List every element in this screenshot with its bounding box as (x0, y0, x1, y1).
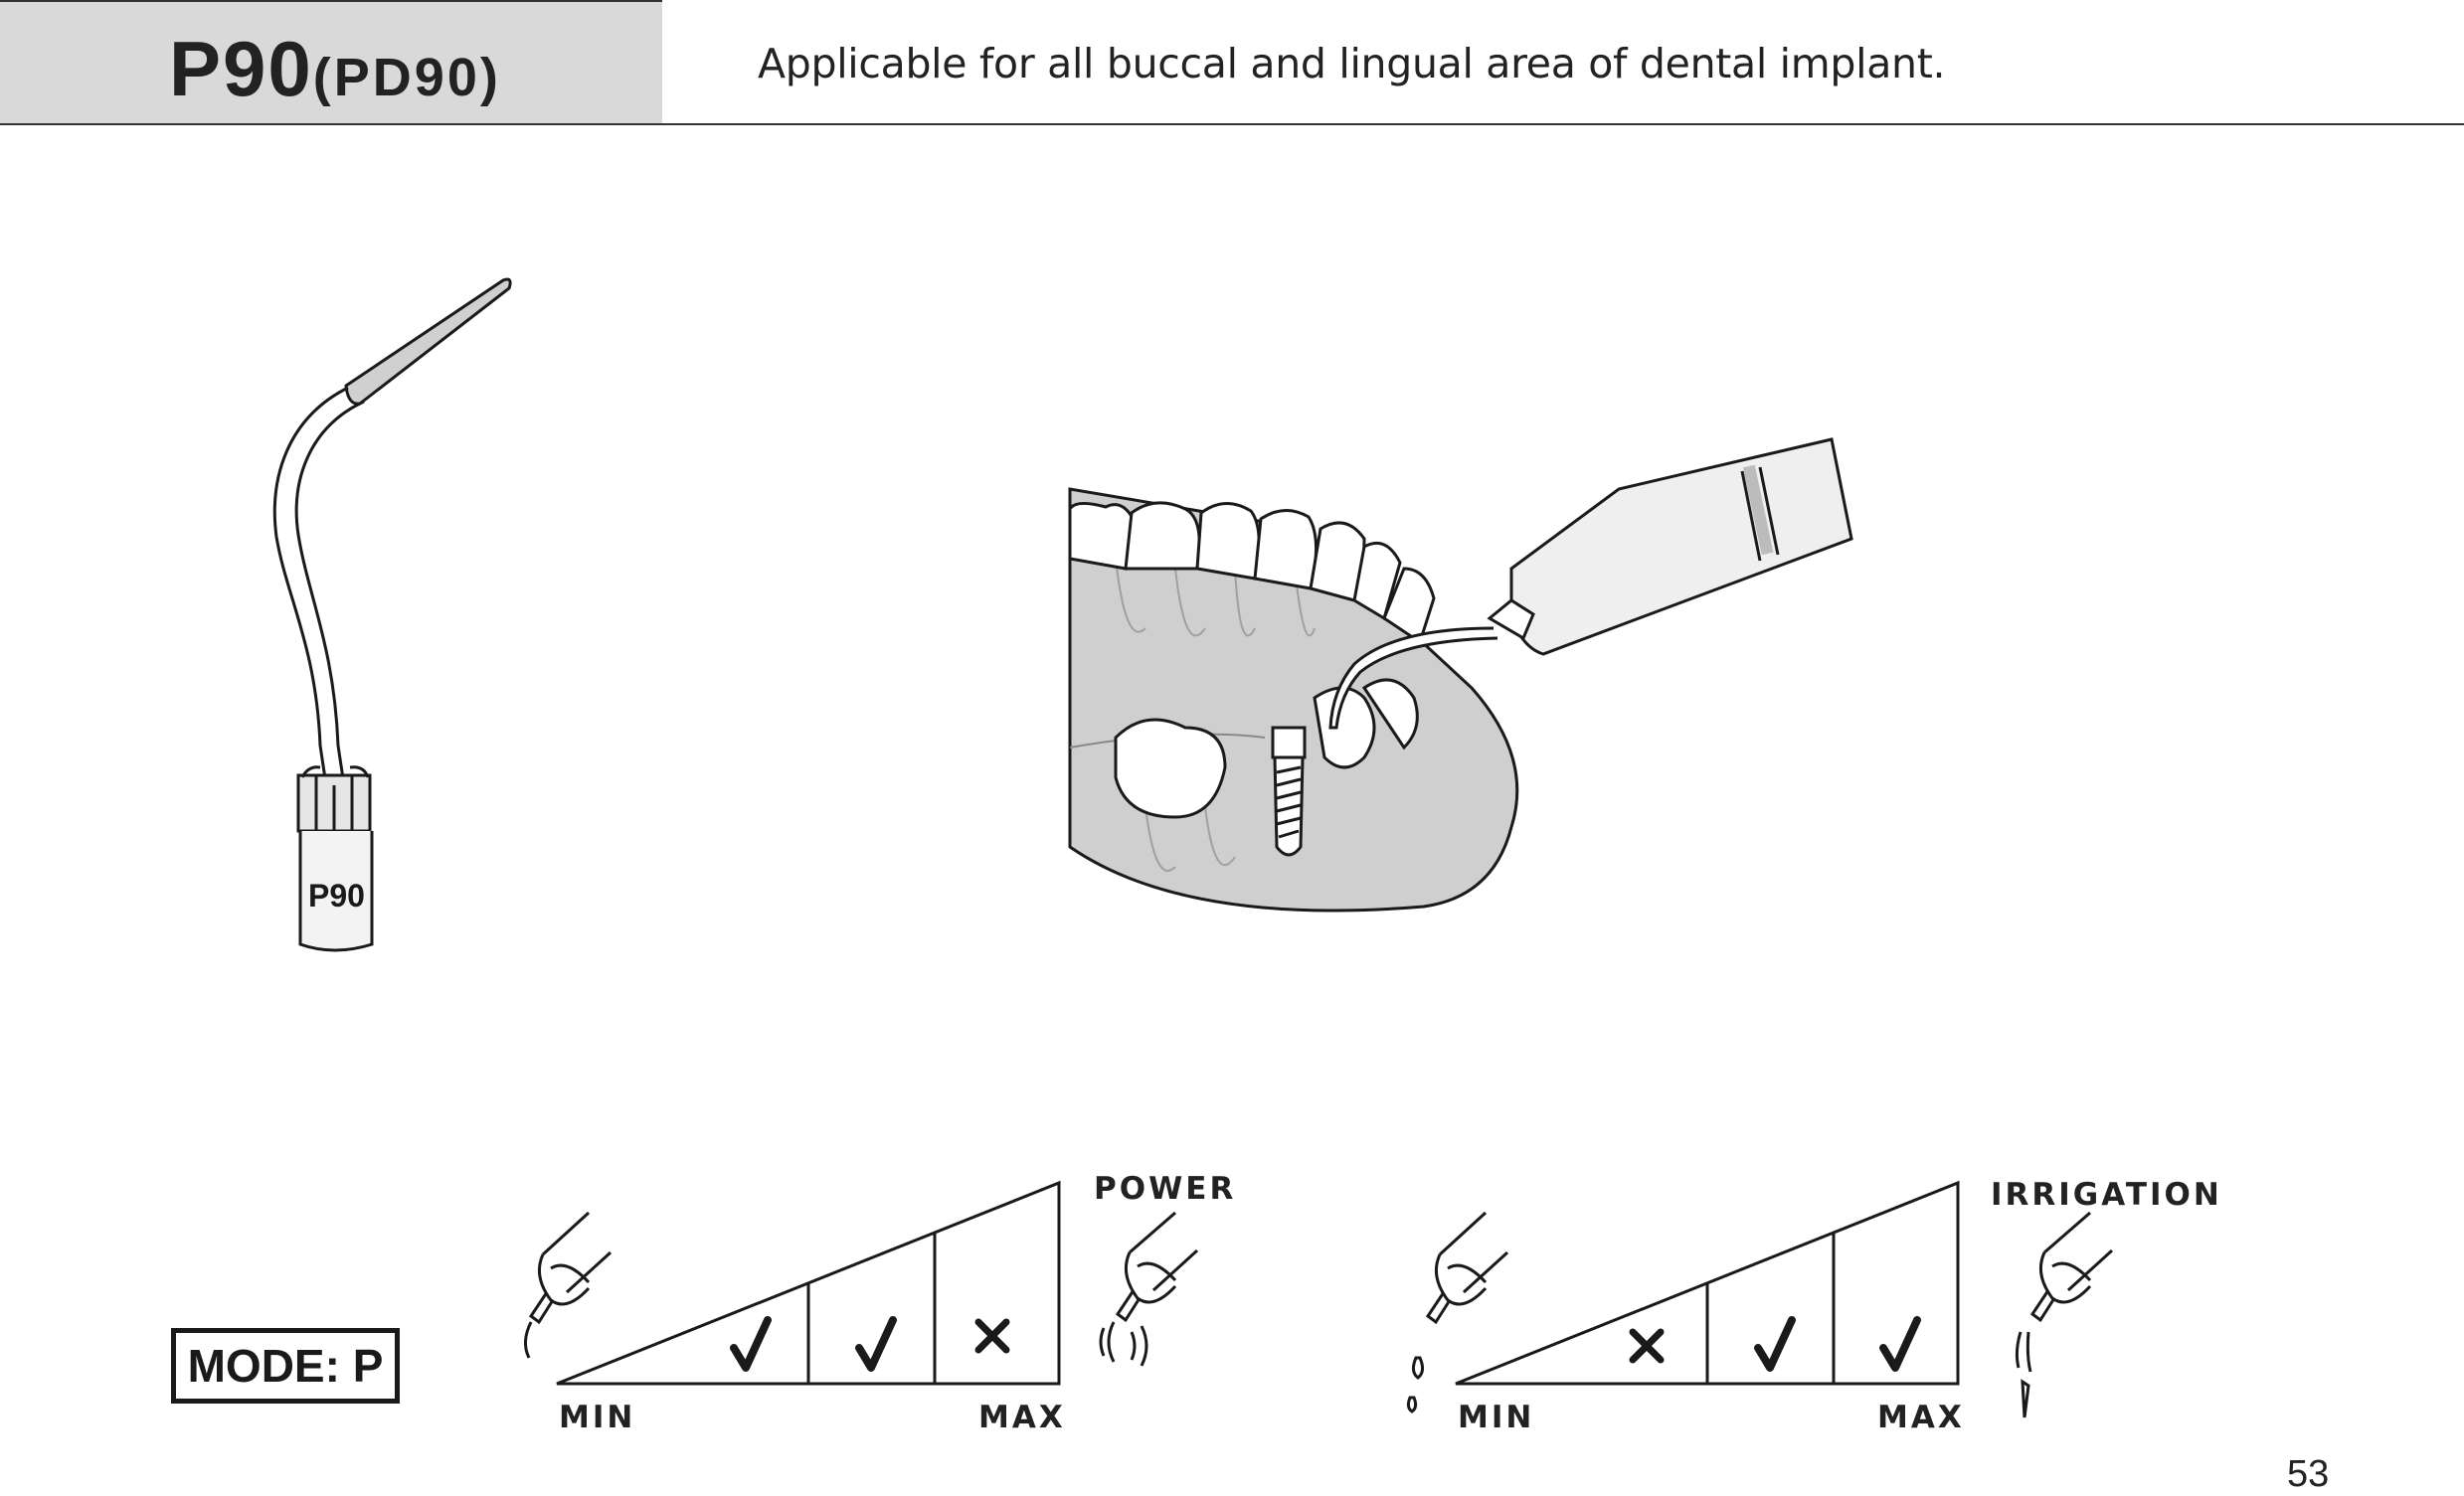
page-number: 53 (2287, 1453, 2330, 1495)
irrigation-max-label: MAX (1877, 1400, 1965, 1435)
high-irrigation-handpiece-icon (2015, 1211, 2114, 1418)
mode-label: MODE: P (171, 1328, 400, 1404)
scaler-tip-illustration: P90 (272, 277, 512, 952)
power-max-label: MAX (978, 1400, 1066, 1435)
page-title: P90(PD90) (169, 24, 501, 114)
low-irrigation-handpiece-icon (1406, 1211, 1509, 1413)
irrigation-min-label: MIN (1458, 1400, 1535, 1435)
tip-engraving: P90 (308, 878, 365, 914)
irrigation-level-3-check-icon (1879, 1316, 1921, 1372)
description-text: Applicable for all buccal and lingual ar… (758, 40, 1946, 87)
irrigation-level-2-check-icon (1754, 1316, 1796, 1372)
irrigation-level-1-cross-icon (1629, 1328, 1665, 1364)
power-title: POWER (1094, 1171, 1237, 1207)
power-level-3-cross-icon (974, 1318, 1010, 1354)
power-gauge (524, 1180, 1199, 1386)
power-level-2-check-icon (855, 1316, 897, 1372)
power-min-label: MIN (559, 1400, 636, 1435)
high-power-handpiece-icon (1099, 1211, 1199, 1367)
irrigation-gauge (1406, 1180, 2114, 1418)
model-alt-name: (PD90) (312, 48, 501, 107)
low-power-handpiece-icon (524, 1211, 613, 1359)
header-title-box: P90(PD90) (0, 0, 662, 124)
power-level-1-check-icon (730, 1316, 772, 1372)
header-divider (0, 123, 2464, 125)
irrigation-title: IRRIGATION (1991, 1177, 2222, 1213)
implant-scene-illustration (1068, 437, 1853, 913)
model-name: P90 (169, 25, 313, 112)
